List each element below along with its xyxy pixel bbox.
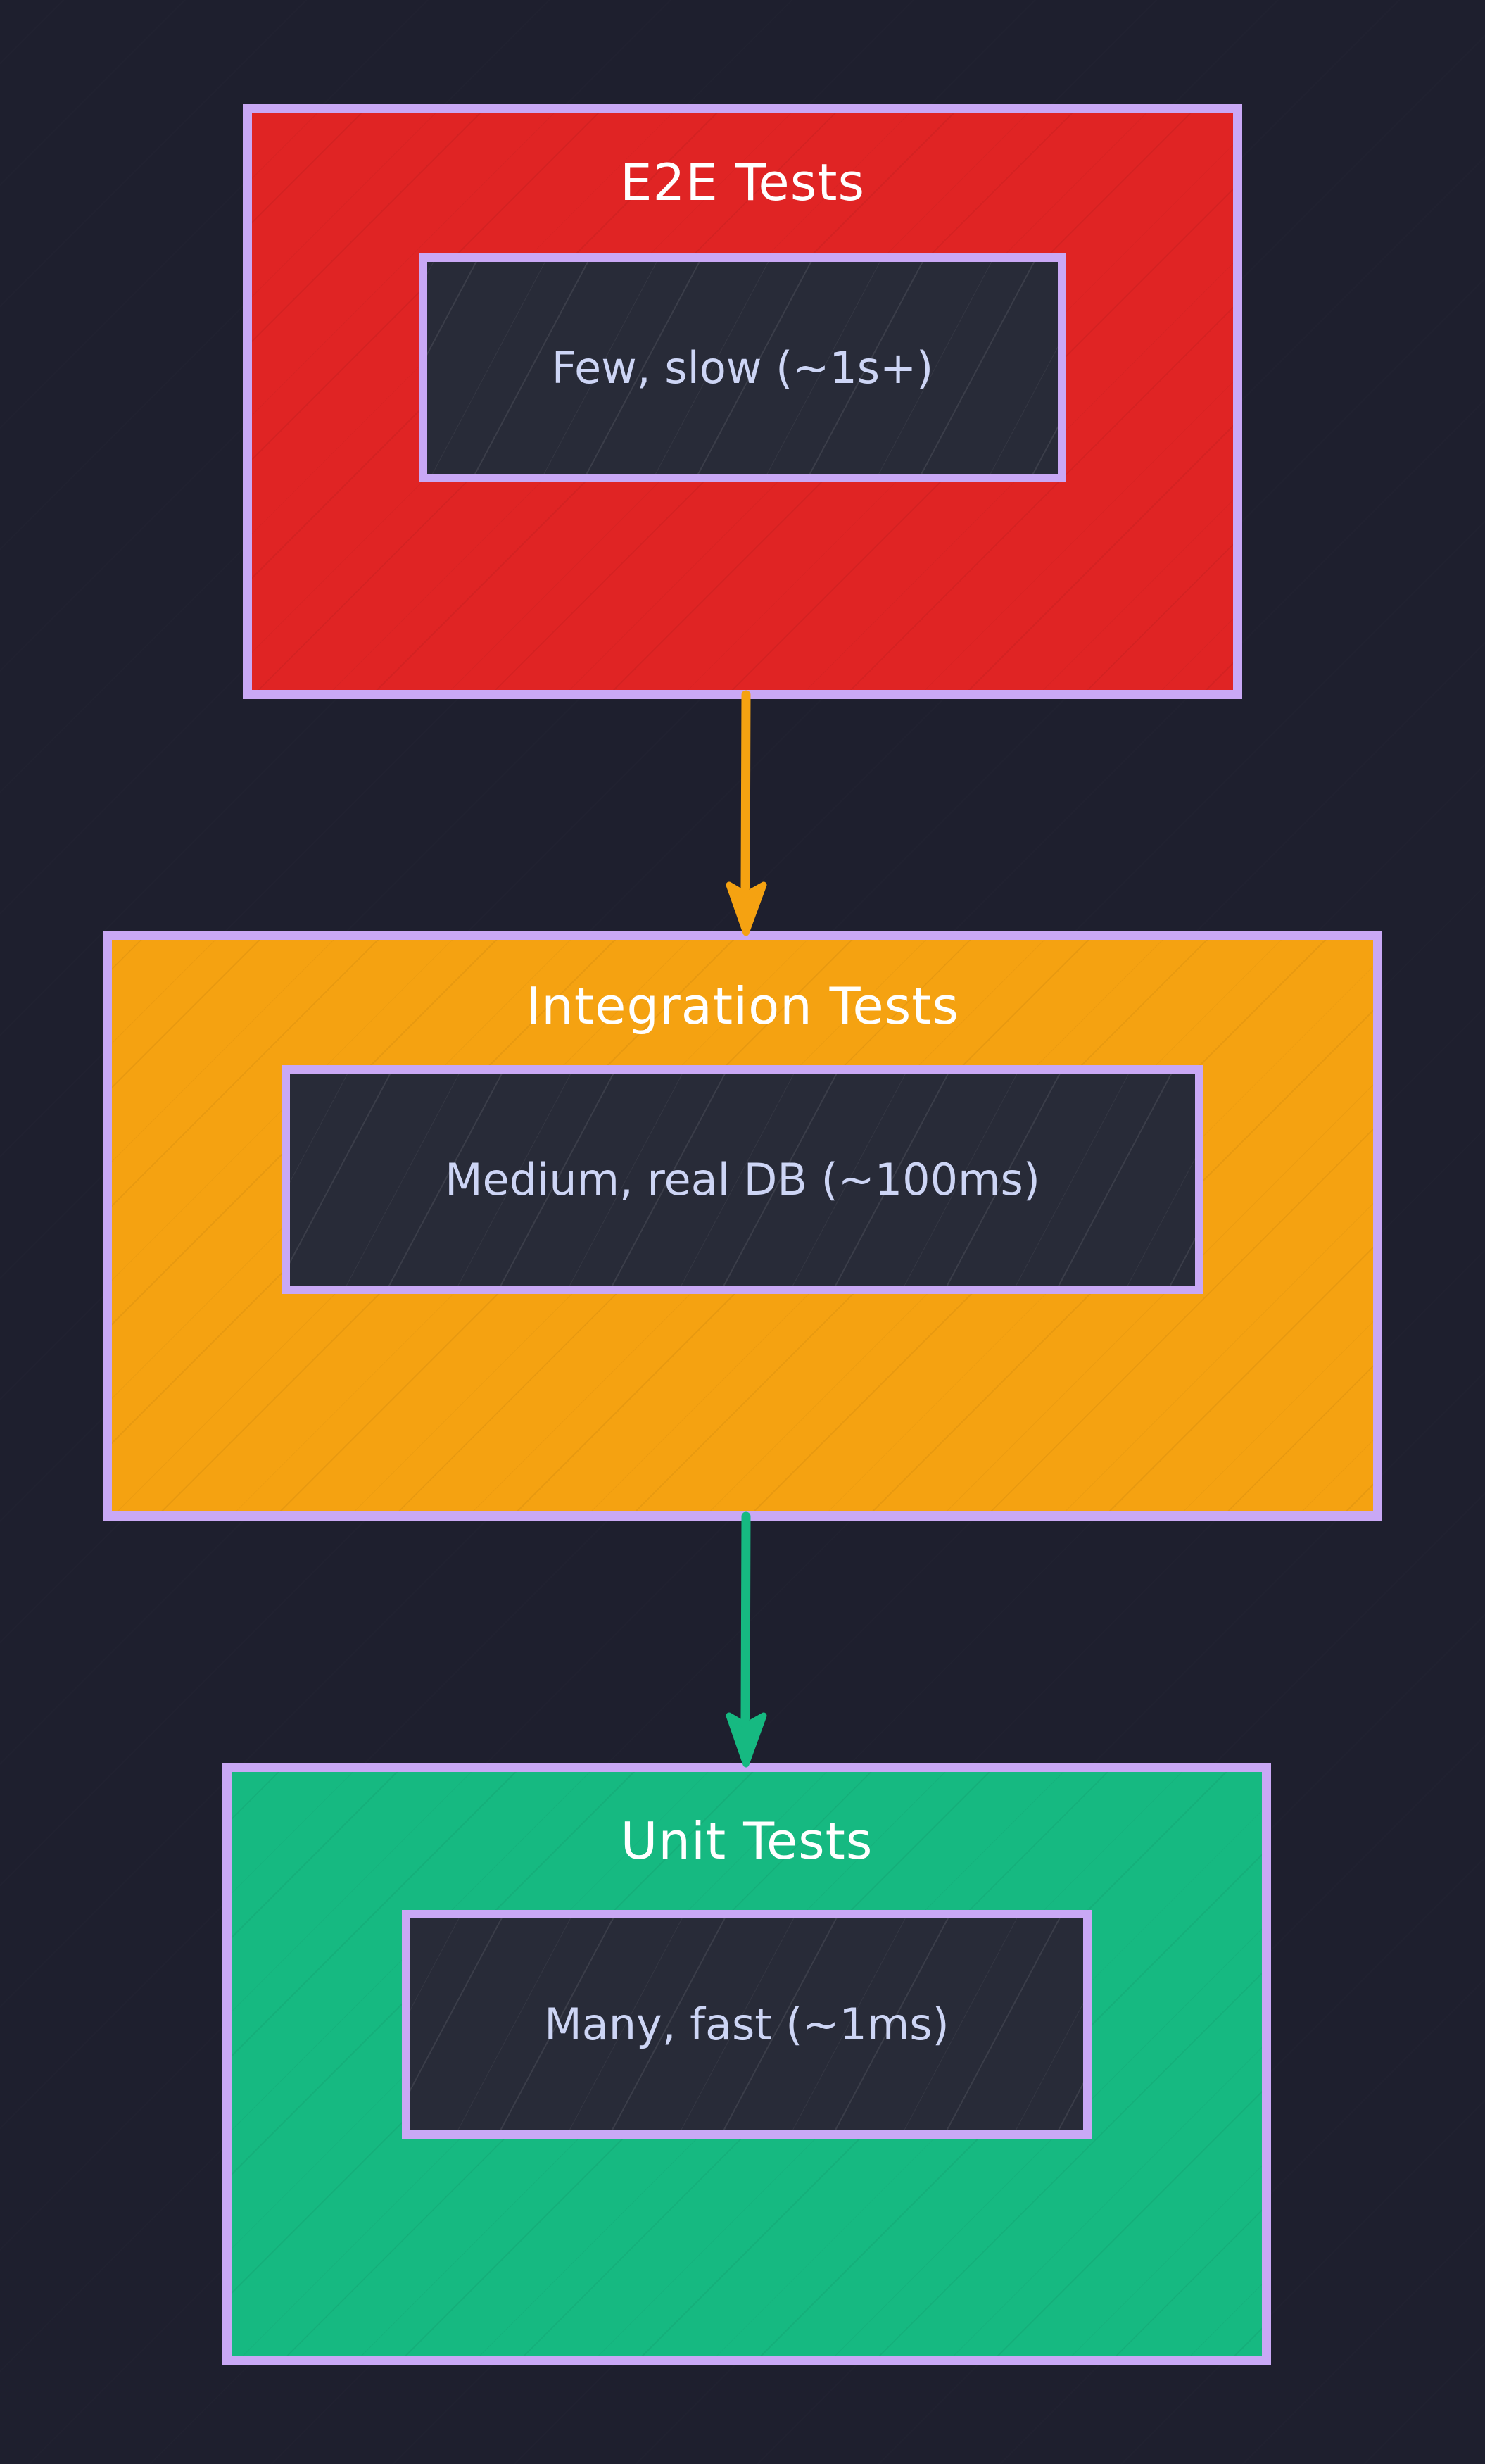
node-e2e-detail-box: Few, slow (~1s+)	[419, 253, 1066, 482]
node-unit-title: Unit Tests	[620, 1811, 873, 1871]
node-integration-tests[interactable]: Integration Tests Medium, real DB (~100m…	[103, 931, 1382, 1521]
node-e2e-detail-label: Few, slow (~1s+)	[551, 341, 934, 394]
node-unit-detail-box: Many, fast (~1ms)	[402, 1910, 1092, 2139]
node-integration-title: Integration Tests	[526, 976, 959, 1036]
edge-integration-to-unit	[726, 1511, 767, 1768]
node-integration-detail-label: Medium, real DB (~100ms)	[445, 1153, 1040, 1205]
edge-line-integration-to-unit	[740, 1511, 751, 1723]
edge-e2e-to-integration	[726, 690, 767, 936]
node-e2e-tests[interactable]: E2E Tests Few, slow (~1s+)	[243, 104, 1242, 699]
node-e2e-title: E2E Tests	[620, 153, 865, 212]
arrowhead-e2e-to-integration	[726, 881, 767, 936]
node-unit-tests[interactable]: Unit Tests Many, fast (~1ms)	[222, 1763, 1271, 2365]
node-unit-detail-label: Many, fast (~1ms)	[544, 1998, 949, 2050]
edge-line-e2e-to-integration	[740, 690, 751, 892]
arrowhead-integration-to-unit	[726, 1712, 767, 1768]
node-integration-detail-box: Medium, real DB (~100ms)	[282, 1065, 1203, 1294]
